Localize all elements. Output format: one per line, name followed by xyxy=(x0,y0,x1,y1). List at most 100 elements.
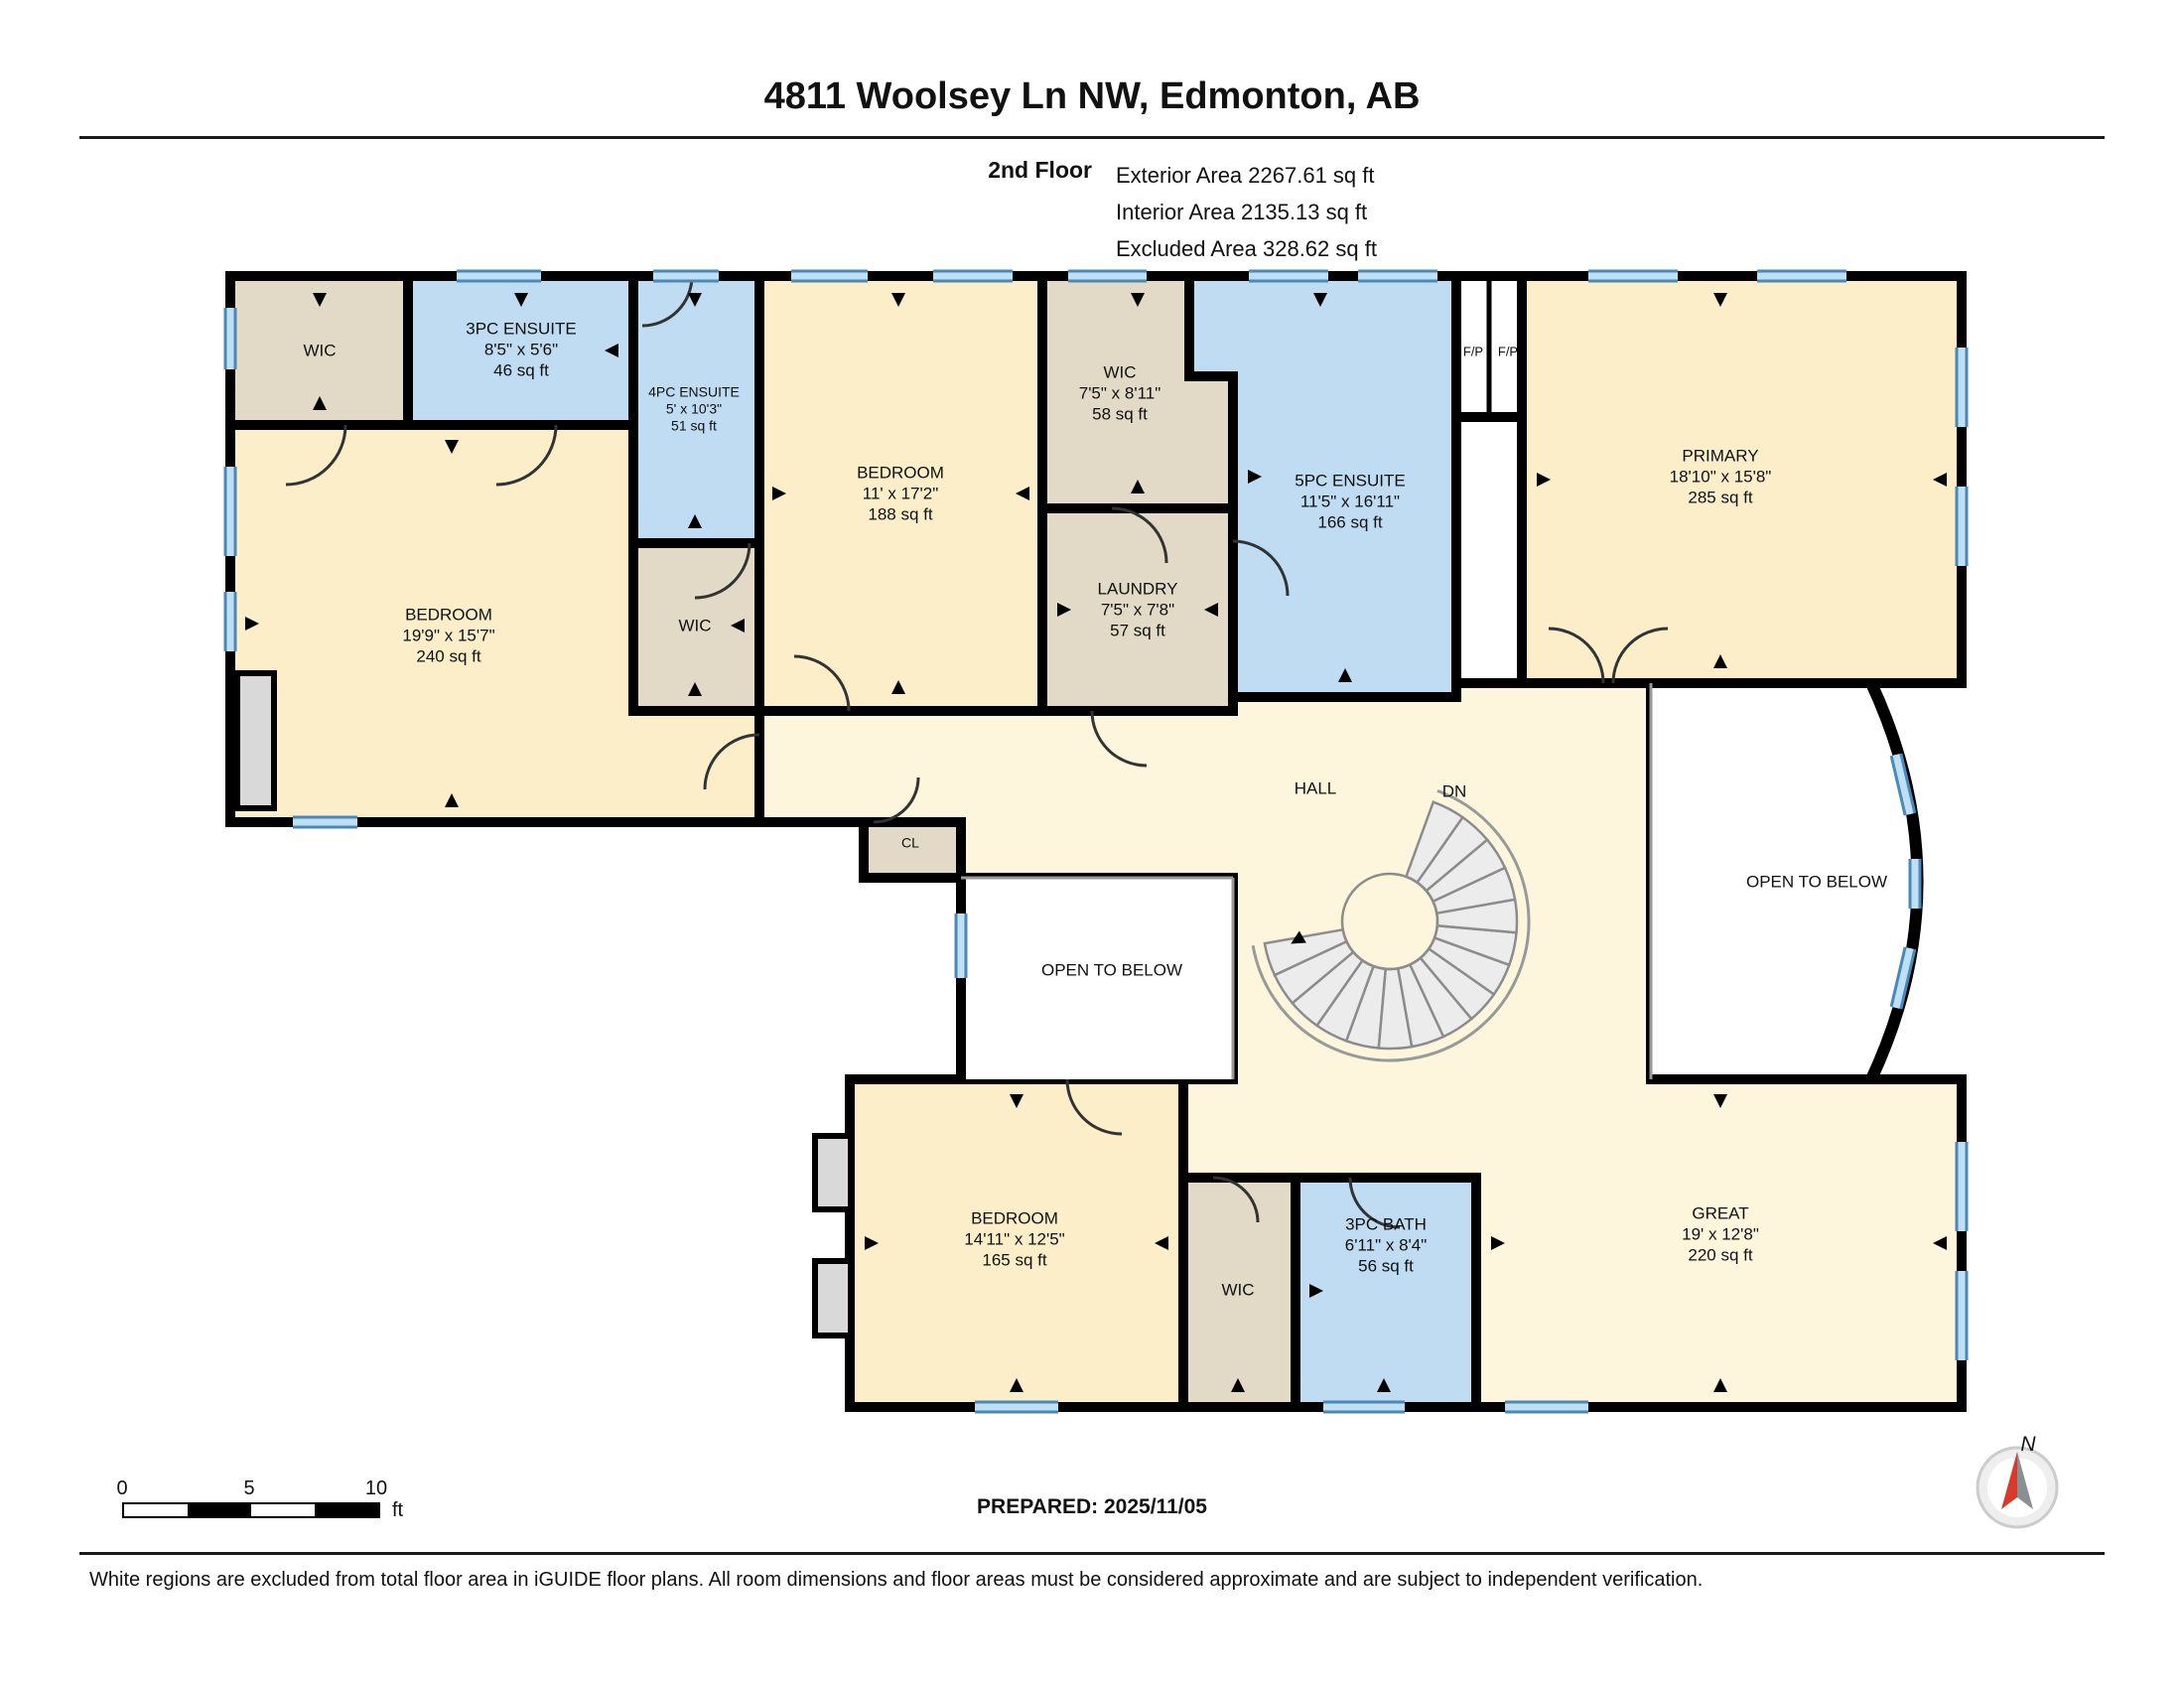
bay-window xyxy=(812,1133,854,1212)
ensuite-3pc-label: 3PC ENSUITE 8'5" x 5'6" 46 sq ft xyxy=(466,319,576,381)
compass xyxy=(1976,1446,2059,1529)
window-glass xyxy=(1892,947,1914,1009)
room-area: 165 sq ft xyxy=(982,1250,1047,1270)
wall-arrow-icon xyxy=(445,793,459,807)
floor-label: 2nd Floor xyxy=(988,157,1092,183)
wall-arrow-icon xyxy=(1933,1236,1947,1250)
wic-bottom-label: WIC xyxy=(1221,1280,1254,1301)
door-arc xyxy=(495,424,558,487)
room-name: WIC xyxy=(1221,1280,1255,1300)
wall-arrow-icon xyxy=(1491,1236,1505,1250)
room-name: 5PC ENSUITE xyxy=(1295,471,1406,491)
wall-arrow-icon xyxy=(313,396,327,410)
room-area: 188 sq ft xyxy=(868,504,933,524)
wall-arrow-icon xyxy=(1713,654,1727,668)
room-dims: 14'11" x 12'5" xyxy=(964,1229,1065,1249)
wall-arrow-icon xyxy=(1377,1378,1391,1392)
bath-3pc-label: 3PC BATH 6'11" x 8'4" 56 sq ft xyxy=(1345,1214,1428,1277)
wic-upper-label: WIC 7'5" x 8'11" 58 sq ft xyxy=(1079,362,1161,425)
scale-tick-0: 0 xyxy=(116,1477,128,1499)
room-name: 3PC BATH xyxy=(1345,1214,1427,1234)
dn-text: DN xyxy=(1441,781,1467,801)
door-arc xyxy=(1348,1177,1401,1229)
room-area: 58 sq ft xyxy=(1092,404,1148,424)
wall-arrow-icon xyxy=(688,293,702,307)
closet-cl-shape xyxy=(859,817,966,883)
hall-label: HALL xyxy=(1295,778,1337,799)
bedroom-bottom-label: BEDROOM 14'11" x 12'5" 165 sq ft xyxy=(964,1208,1064,1271)
room-name: PRIMARY xyxy=(1682,446,1759,466)
bays-layer xyxy=(234,670,854,1338)
wall-arrow-icon xyxy=(891,293,905,307)
compass-needle-red xyxy=(2001,1452,2017,1509)
door-arc xyxy=(1065,1078,1123,1136)
wall-arrow-icon xyxy=(605,344,618,357)
excluded-area: Excluded Area 328.62 sq ft xyxy=(1116,236,1377,261)
wall-arrow-icon xyxy=(865,1236,879,1250)
room-name: 3PC ENSUITE xyxy=(466,319,577,339)
wall-arrow-icon xyxy=(1057,603,1071,617)
scale-bar: 0 5 10 ft xyxy=(116,1477,420,1521)
wall-arrow-icon xyxy=(1713,293,1727,307)
open-to-below-right-label: OPEN TO BELOW xyxy=(1746,872,1887,893)
primary-label: PRIMARY 18'10" x 15'8" 285 sq ft xyxy=(1670,446,1772,508)
room-dims: 7'5" x 8'11" xyxy=(1078,383,1161,403)
compass-needle-gray xyxy=(2017,1452,2033,1509)
open-areas-layer xyxy=(956,678,1924,1084)
fireplace-label-1: F/P xyxy=(1463,345,1483,359)
room-dims: 19' x 12'8" xyxy=(1682,1224,1759,1244)
laundry-label: LAUNDRY 7'5" x 7'8" 57 sq ft xyxy=(1098,579,1178,641)
cl-text: CL xyxy=(901,834,919,851)
scale-tick-10: 10 xyxy=(364,1477,388,1499)
door-arc xyxy=(1611,627,1669,684)
room-bedroom-top-shape xyxy=(754,271,1047,716)
room-area: 220 sq ft xyxy=(1688,1245,1753,1265)
room-name: WIC xyxy=(303,341,337,360)
room-name: BEDROOM xyxy=(971,1208,1058,1228)
wall-arrow-icon xyxy=(1291,930,1306,944)
room-area: 285 sq ft xyxy=(1688,488,1753,507)
wall-arrow-icon xyxy=(688,682,702,696)
interior-area: Interior Area 2135.13 sq ft xyxy=(1116,200,1368,224)
scale-bar-segments xyxy=(122,1502,380,1518)
open-to-below-right-area xyxy=(1651,683,1918,1079)
room-area: 57 sq ft xyxy=(1110,621,1165,640)
door-arc xyxy=(1111,506,1168,564)
windows-layer xyxy=(223,269,1969,1414)
fp-text: F/P xyxy=(1497,344,1519,359)
bay-window xyxy=(812,1258,854,1338)
wall-arrow-icon xyxy=(1309,1284,1323,1298)
great-label: GREAT 19' x 12'8" 220 sq ft xyxy=(1682,1203,1759,1266)
stair-railing xyxy=(1251,788,1531,1062)
door-arc xyxy=(1232,539,1290,597)
bedroom-left-label: BEDROOM 19'9" x 15'7" 240 sq ft xyxy=(402,605,494,667)
room-area: 56 sq ft xyxy=(1358,1256,1414,1276)
wall-arrow-icon xyxy=(514,293,528,307)
room-area: 240 sq ft xyxy=(416,646,481,666)
area-summary: Exterior Area 2267.61 sq ft Interior Are… xyxy=(1116,157,1377,267)
wall-arrow-icon xyxy=(1713,1378,1727,1392)
wic-middle-label: WIC xyxy=(678,616,711,636)
room-laundry-shape xyxy=(1037,503,1238,716)
wall-arrow-icon xyxy=(688,514,702,528)
room-area: 51 sq ft xyxy=(671,417,717,434)
exterior-area: Exterior Area 2267.61 sq ft xyxy=(1116,163,1375,188)
room-name: WIC xyxy=(1103,362,1137,382)
door-arc xyxy=(1090,710,1148,768)
scale-unit: ft xyxy=(392,1499,404,1521)
room-name: HALL xyxy=(1294,778,1337,798)
closet-cl-label: CL xyxy=(901,835,919,852)
wall-arrow-icon xyxy=(445,440,459,454)
door-arc xyxy=(285,424,347,487)
room-dims: 5' x 10'3" xyxy=(665,400,723,417)
room-dims: 11'5" x 16'11" xyxy=(1299,492,1401,511)
stairs-dn-label: DN xyxy=(1442,781,1467,802)
window-glass xyxy=(1892,754,1914,815)
footer-rule xyxy=(79,1552,2105,1555)
wall-arrow-icon xyxy=(731,619,745,633)
wall-arrow-icon xyxy=(1016,487,1029,500)
scale-segment xyxy=(315,1504,378,1516)
wall-arrow-icon xyxy=(313,293,327,307)
